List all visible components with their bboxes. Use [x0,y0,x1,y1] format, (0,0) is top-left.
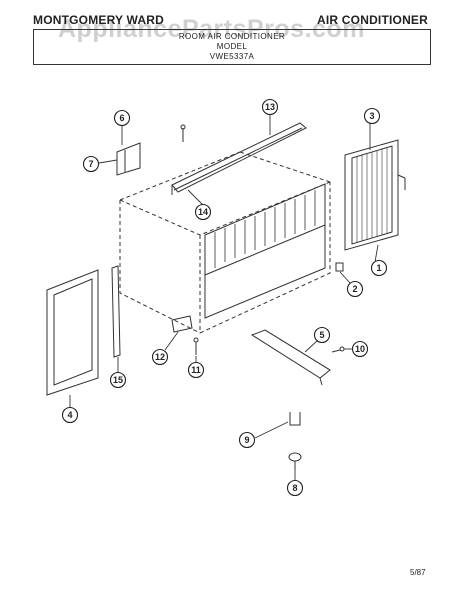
callout-2-label: 2 [352,284,357,294]
chassis-coil [204,183,326,319]
callout-6-circle [113,109,131,127]
side-strip-part [111,265,121,358]
callout-8-label: 8 [292,483,297,493]
callout-14-label: 14 [198,207,208,217]
callout-12-label: 12 [155,352,165,362]
foot-part-8 [288,452,302,470]
rear-grille-part [344,139,406,251]
callout-14-circle [194,203,212,221]
callout-13-circle [261,98,279,116]
support-bracket-part [250,329,331,386]
callout-4-circle [61,406,79,424]
mounting-bracket-part [116,142,141,176]
callout-7-circle [82,155,100,173]
callout-10-label: 10 [355,344,365,354]
screw-part-10 [331,346,345,353]
callout-10-circle [351,340,369,358]
cabinet-outline [119,151,331,334]
callout-5-label: 5 [319,330,324,340]
side-panel-part [46,269,99,396]
callout-15-circle [109,371,127,389]
callout-13-label: 13 [265,102,275,112]
product-header: AIR CONDITIONER [317,13,428,27]
screw-part-6 [180,124,186,142]
callout-12-circle [151,348,169,366]
date-code: 5/87 [410,568,426,577]
clip-part-2 [335,262,344,272]
title-box: ROOM AIR CONDITIONER MODEL VWE5337A [33,29,431,65]
title-line-2: MODEL [216,42,248,51]
callout-11-label: 11 [191,365,201,375]
callout-5-circle [313,326,331,344]
callout-9-label: 9 [244,435,249,445]
callout-15-label: 15 [113,375,123,385]
callout-3-label: 3 [369,111,374,121]
title-line-3: VWE5337A [209,52,255,61]
screw-part-11 [193,337,199,355]
callout-8-circle [286,479,304,497]
callout-4-label: 4 [67,410,72,420]
callout-3-circle [363,107,381,125]
callout-11-circle [187,361,205,379]
clip-bracket-part-9 [289,412,301,426]
brand-header: MONTGOMERY WARD [33,13,164,27]
leader-lines [69,115,379,480]
callout-6-label: 6 [119,113,124,123]
title-line-1: ROOM AIR CONDITIONER [178,32,286,41]
callout-1-label: 1 [376,263,381,273]
latch-part-12 [171,315,193,333]
callout-9-circle [238,431,256,449]
callout-7-label: 7 [88,159,93,169]
top-rail-part [171,122,307,195]
callout-1-circle [370,259,388,277]
callout-2-circle [346,280,364,298]
